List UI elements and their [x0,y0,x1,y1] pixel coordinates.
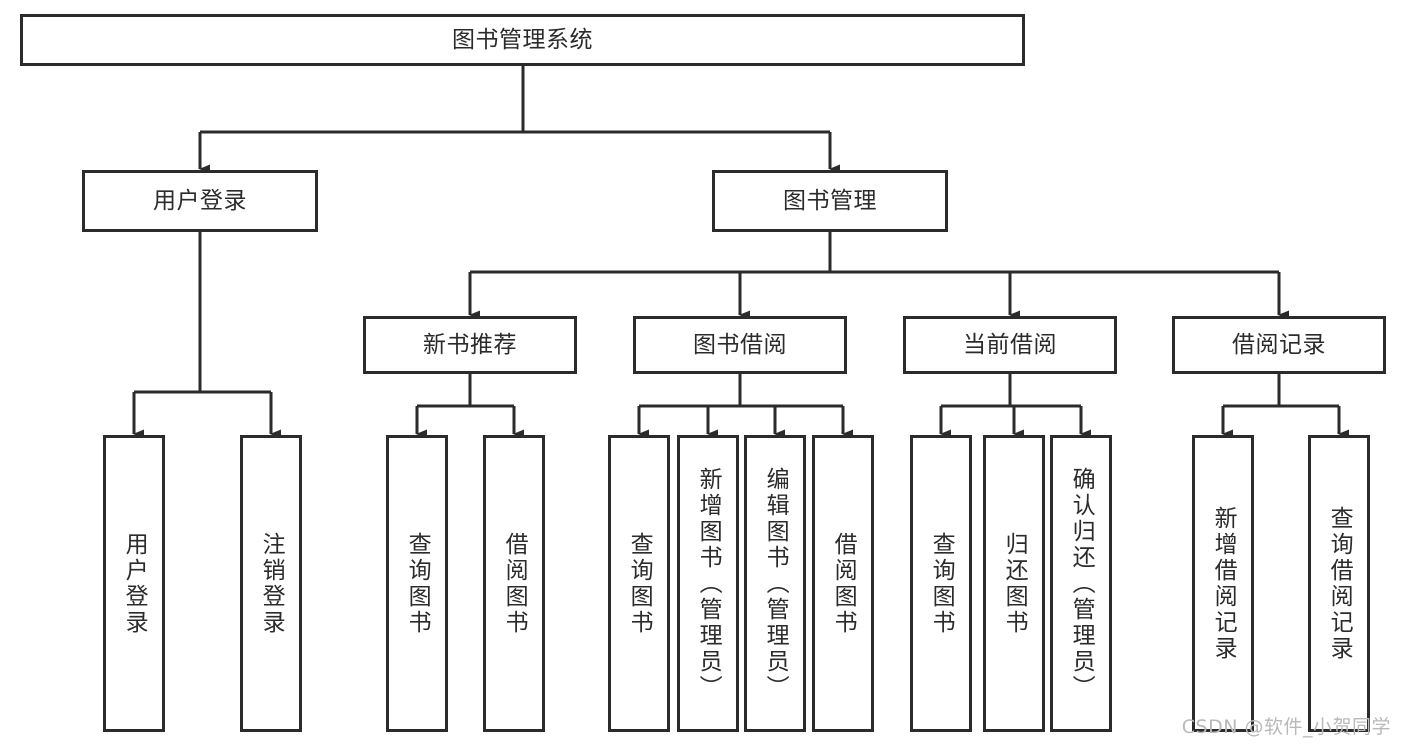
node-label: 借阅图书 [501,531,528,636]
node-borrow[interactable]: 图书借阅 [633,316,847,374]
node-bookmgmt[interactable]: 图书管理 [712,170,948,232]
node-l-rc-add[interactable]: 新增借阅记录 [1192,435,1254,732]
node-label: 用户登录 [153,187,247,214]
node-l-bk-add[interactable]: 新增图书（管理员） [677,435,739,732]
node-records[interactable]: 借阅记录 [1172,316,1386,374]
node-l-bk-edit[interactable]: 编辑图书（管理员） [744,435,806,732]
watermark: CSDN @软件_小贺同学 [1181,716,1391,738]
node-root[interactable]: 图书管理系统 [20,14,1025,66]
node-l-bk-borrow[interactable]: 借阅图书 [812,435,874,732]
node-label: 查询图书 [928,531,955,636]
node-l-rc-query[interactable]: 查询借阅记录 [1308,435,1370,732]
node-label: 查询图书 [404,531,431,636]
node-label: 当前借阅 [963,331,1057,358]
node-l-cu-query[interactable]: 查询图书 [910,435,972,732]
node-label: 图书借阅 [693,331,787,358]
node-l-cu-return[interactable]: 归还图书 [983,435,1045,732]
node-label: 图书管理 [783,187,877,214]
node-label: 新书推荐 [423,331,517,358]
node-l-nb-query[interactable]: 查询图书 [386,435,448,732]
node-label: 新增借阅记录 [1210,505,1237,662]
node-label: 新增图书（管理员） [695,466,722,701]
node-label: 用户登录 [121,531,148,636]
node-label: 借阅记录 [1232,331,1326,358]
node-login[interactable]: 用户登录 [82,170,318,232]
node-newbook[interactable]: 新书推荐 [363,316,577,374]
node-l-cu-confirm[interactable]: 确认归还（管理员） [1050,435,1112,732]
node-l-logout[interactable]: 注销登录 [240,435,302,732]
node-label: 归还图书 [1001,531,1028,636]
node-label: 确认归还（管理员） [1068,466,1095,701]
node-label: 借阅图书 [830,531,857,636]
node-l-nb-borrow[interactable]: 借阅图书 [483,435,545,732]
node-current[interactable]: 当前借阅 [903,316,1117,374]
node-l-userlogin[interactable]: 用户登录 [103,435,165,732]
node-label: 图书管理系统 [452,26,593,53]
node-label: 注销登录 [258,531,285,636]
node-l-bk-query[interactable]: 查询图书 [608,435,670,732]
node-label: 查询借阅记录 [1326,505,1353,662]
node-label: 查询图书 [626,531,653,636]
node-label: 编辑图书（管理员） [762,466,789,701]
